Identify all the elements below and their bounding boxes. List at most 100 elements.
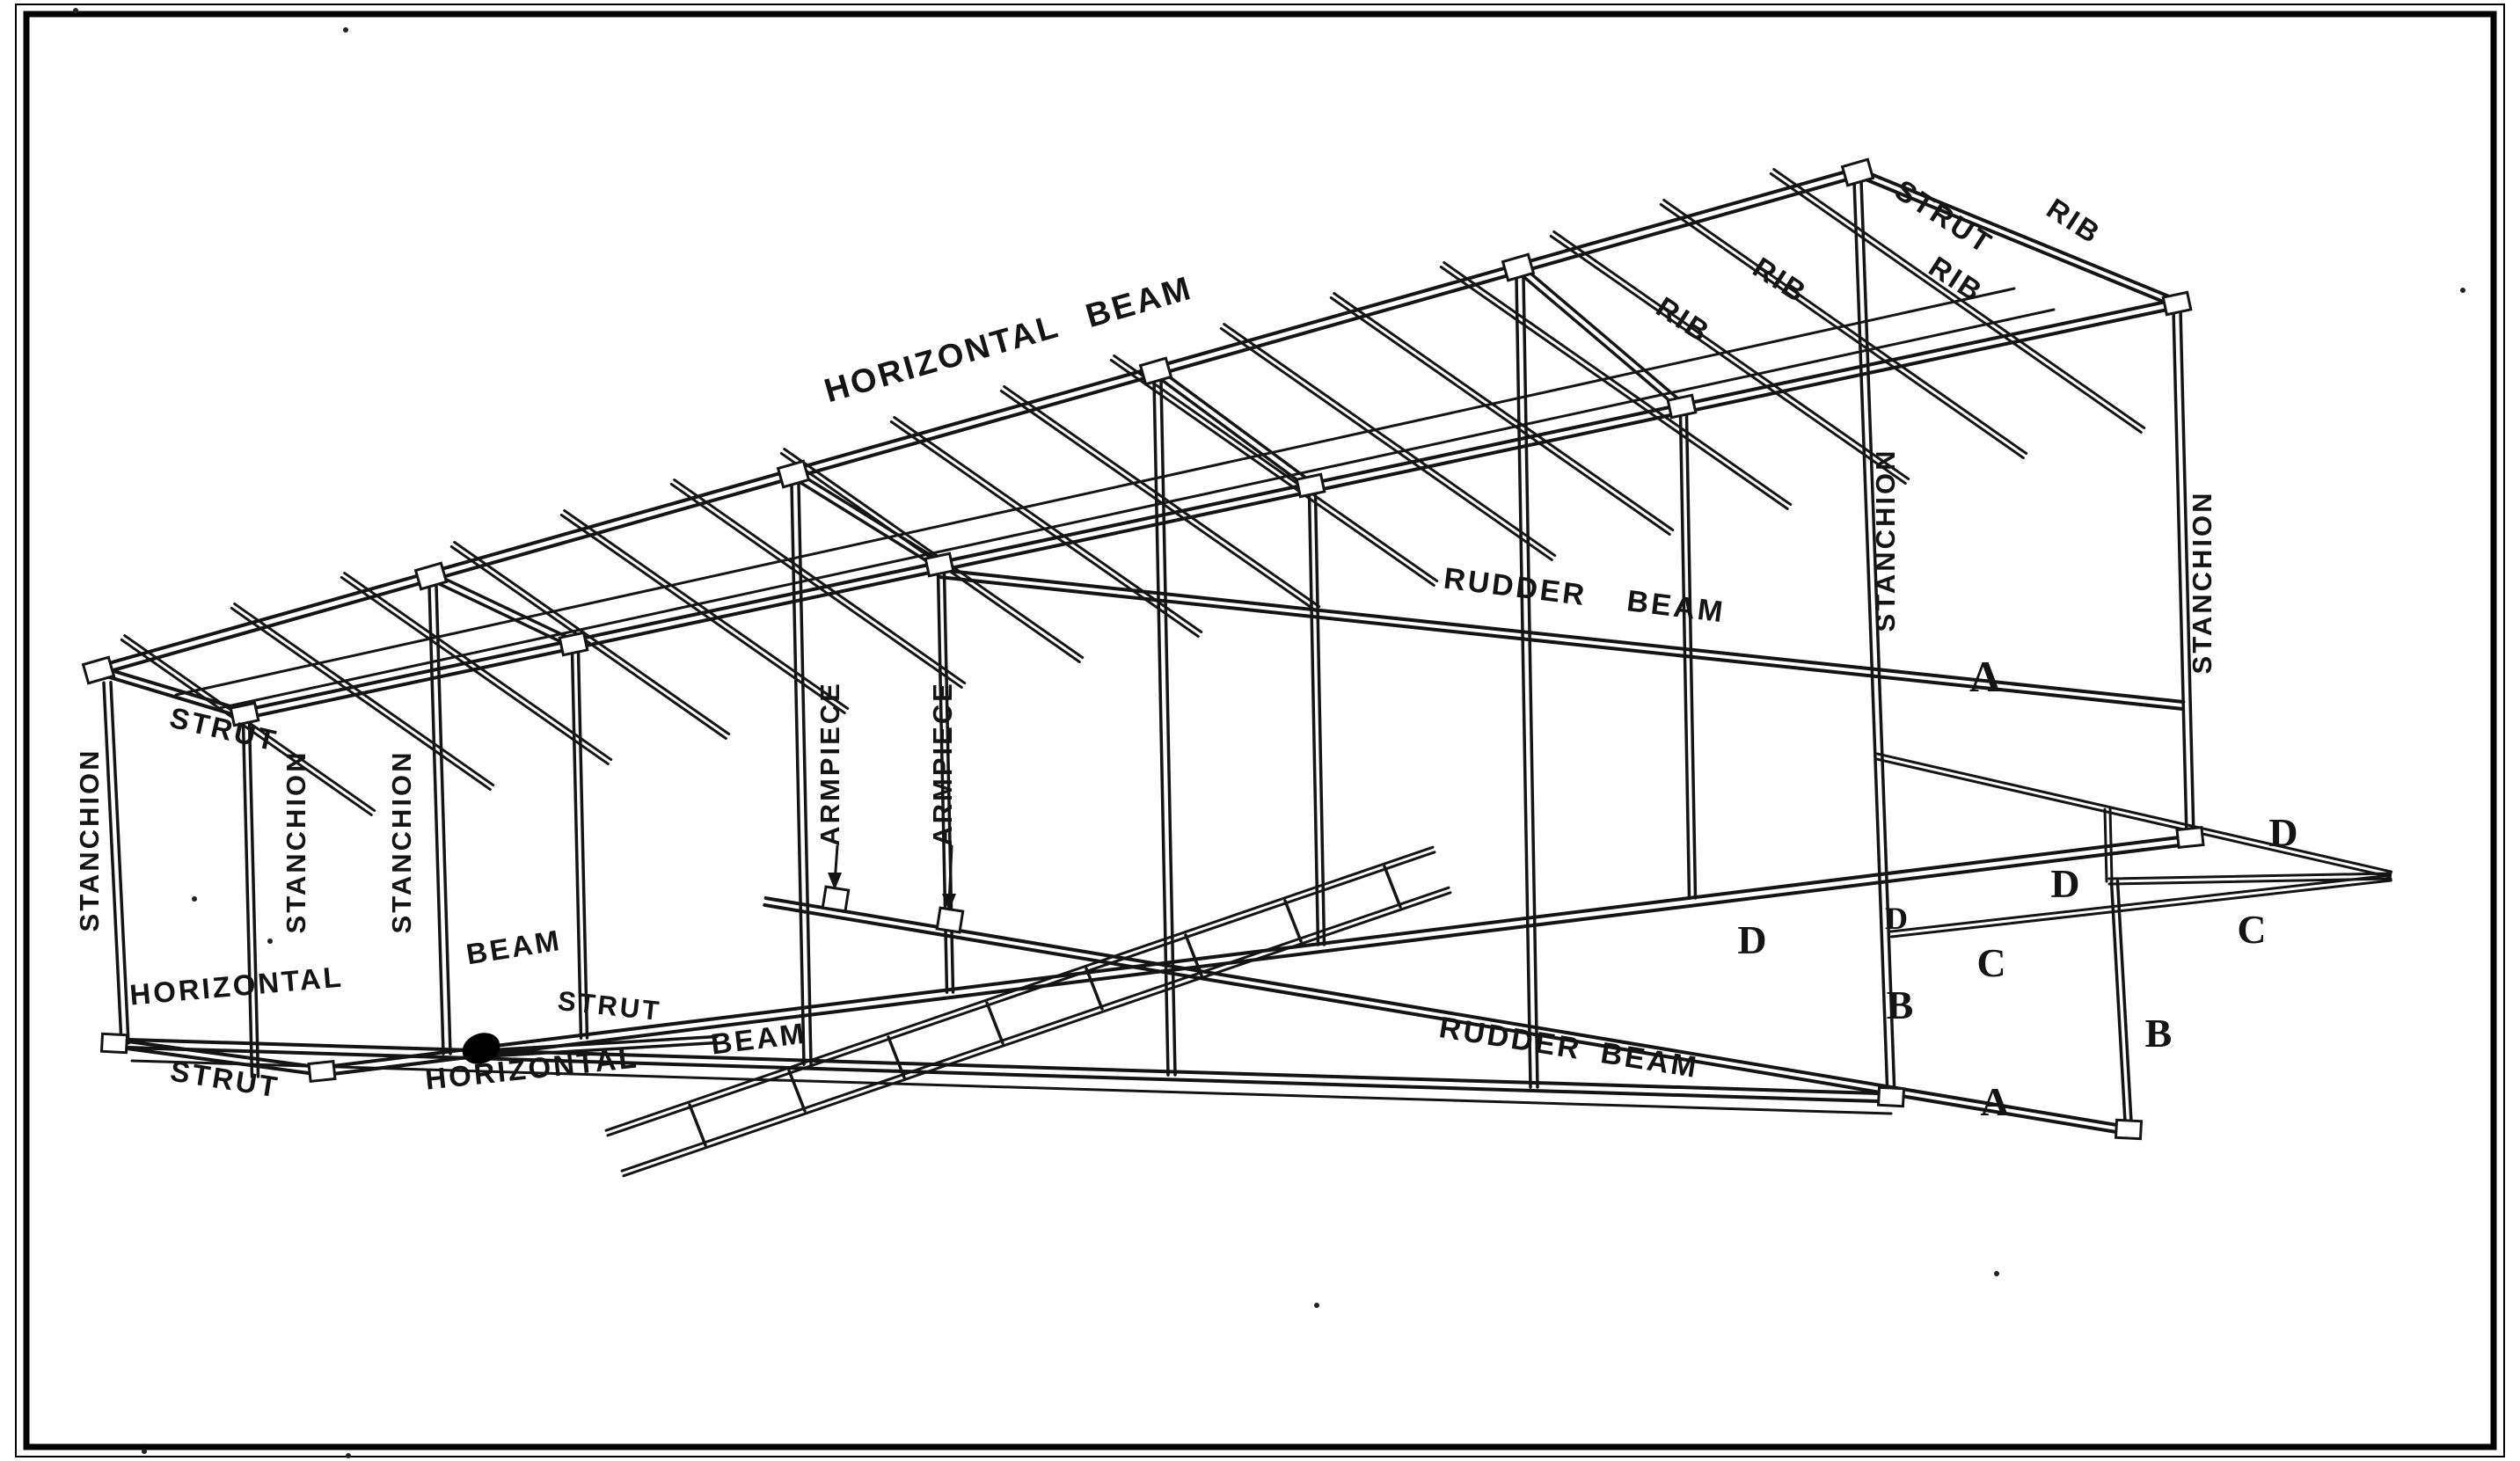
letter-c-2: C	[2237, 907, 2266, 952]
rib-line	[1003, 385, 1321, 609]
joint-fitting-icon	[1138, 356, 1173, 386]
armpiece-block	[821, 885, 851, 913]
speck	[2460, 288, 2465, 293]
joint-fitting-icon	[776, 459, 811, 489]
joint-fitting-icon	[307, 1059, 337, 1084]
stanchion-far	[576, 649, 589, 1040]
speck	[142, 1449, 147, 1454]
letter-d-2: D	[1885, 901, 1908, 936]
joint-fitting-icon	[413, 561, 449, 591]
speck	[343, 27, 348, 33]
rib-line	[563, 509, 850, 711]
top-cross-strut	[1518, 263, 1686, 405]
armpiece-arrowhead-icon	[828, 873, 842, 890]
top-cross-strut	[1151, 372, 1311, 490]
joint-fitting-icon	[1840, 157, 1875, 187]
floor-rung	[1283, 899, 1303, 943]
frame-border	[23, 11, 2497, 1450]
strut-bottom-left	[112, 1044, 324, 1077]
label-stanchion-tail-near: STANCHION	[1870, 449, 1901, 632]
horizontal-beam-top-near	[95, 166, 1859, 668]
joint-fitting-icon	[924, 552, 955, 578]
rib-line	[343, 572, 613, 762]
stanchion-near	[1515, 275, 1532, 1089]
speck	[1994, 1271, 1999, 1276]
top-cross-strut	[430, 571, 577, 643]
rib-line	[1772, 168, 2146, 430]
letter-c-1: C	[1976, 940, 2005, 985]
joint-fitting-icon	[99, 1032, 129, 1055]
outer-border	[15, 4, 2505, 1457]
rib-line	[1333, 292, 1675, 532]
joint-fitting-icon	[81, 655, 116, 685]
joint-fitting-icon	[1666, 393, 1698, 420]
floor-rung	[1085, 967, 1104, 1011]
top-cross-strut	[1514, 268, 1682, 411]
letter-b-2: B	[2145, 1011, 2173, 1056]
rib-line	[1223, 323, 1557, 558]
stanchion-far	[1313, 491, 1326, 946]
rib-line	[1769, 172, 2143, 434]
stanchion-near	[1152, 378, 1170, 1077]
floor-rung	[1383, 865, 1402, 909]
tail-rail-upper	[1874, 757, 2392, 879]
armpiece-block	[935, 906, 965, 934]
letter-d-3: D	[2050, 861, 2079, 906]
horizontal-beam-top-near	[98, 174, 1861, 676]
bottom-wire	[130, 1059, 1893, 1115]
rib-line	[1329, 296, 1671, 536]
stanchion-far	[247, 720, 260, 1078]
tail-rail-lower	[1889, 873, 2392, 933]
label-beam-bottom: BEAM	[709, 1017, 808, 1061]
stanchion-tail-near	[1859, 179, 1896, 1099]
letter-d-4: D	[2268, 810, 2297, 855]
strut-bottom-mid	[478, 1041, 719, 1059]
stanchion-near	[790, 482, 806, 1066]
floor-rung	[887, 1035, 906, 1079]
label-stanchion-left-1: STANCHION	[74, 749, 105, 932]
rib-line	[893, 416, 1203, 634]
rib-line	[1443, 261, 1793, 507]
floor-rail	[604, 845, 1435, 1132]
tail-rail-lower	[1889, 879, 2392, 939]
top-cross-strut	[793, 469, 943, 564]
floor-rung	[787, 1069, 807, 1113]
rudder-beam-mid	[938, 568, 2186, 705]
tail-post-jog	[2108, 807, 2114, 883]
strut-bottom-mid	[478, 1034, 719, 1053]
label-horizontal-left: HORIZONTAL	[128, 960, 345, 1011]
stanchion-near	[1159, 378, 1177, 1077]
armpiece-arrowhead-icon	[942, 894, 956, 911]
label-rib-far-right: RIB	[2042, 192, 2107, 251]
stanchion-near	[797, 482, 813, 1066]
joint-fitting-icon	[2175, 825, 2205, 850]
letter-a-top: A	[1969, 652, 2001, 701]
tail-post-rear	[2109, 880, 2128, 1131]
label-beam-left: BEAM	[464, 924, 564, 971]
joint-fitting-icon	[1295, 472, 1326, 499]
rib-line	[669, 482, 963, 689]
floor-rung	[688, 1103, 707, 1147]
joint-fitting-icon	[1876, 1085, 1906, 1108]
rib-line	[1659, 202, 2025, 459]
tail-post-rear	[2115, 880, 2134, 1131]
stanchion-far	[1678, 412, 1691, 900]
floor-rail	[622, 891, 1452, 1178]
tail-post-jog	[2103, 807, 2108, 883]
fitting-blob	[462, 1033, 500, 1064]
stanchion-near	[427, 584, 445, 1056]
speck	[73, 8, 78, 13]
top-wire	[214, 308, 2056, 711]
stanchion-far	[1307, 491, 1320, 946]
stanchion-far	[1684, 412, 1698, 900]
label-strut-top-right: STRUT	[1889, 173, 1999, 260]
stanchion-near	[102, 681, 123, 1045]
top-wire	[174, 287, 2016, 697]
stanchion-tail-far	[2172, 308, 2188, 839]
stanchion-tail-far	[2179, 308, 2195, 839]
top-cross-strut	[1156, 367, 1315, 485]
rib-line	[999, 389, 1318, 612]
strut-top-right	[1854, 173, 2178, 309]
horizontal-beam-bottom-near	[113, 1037, 1895, 1096]
